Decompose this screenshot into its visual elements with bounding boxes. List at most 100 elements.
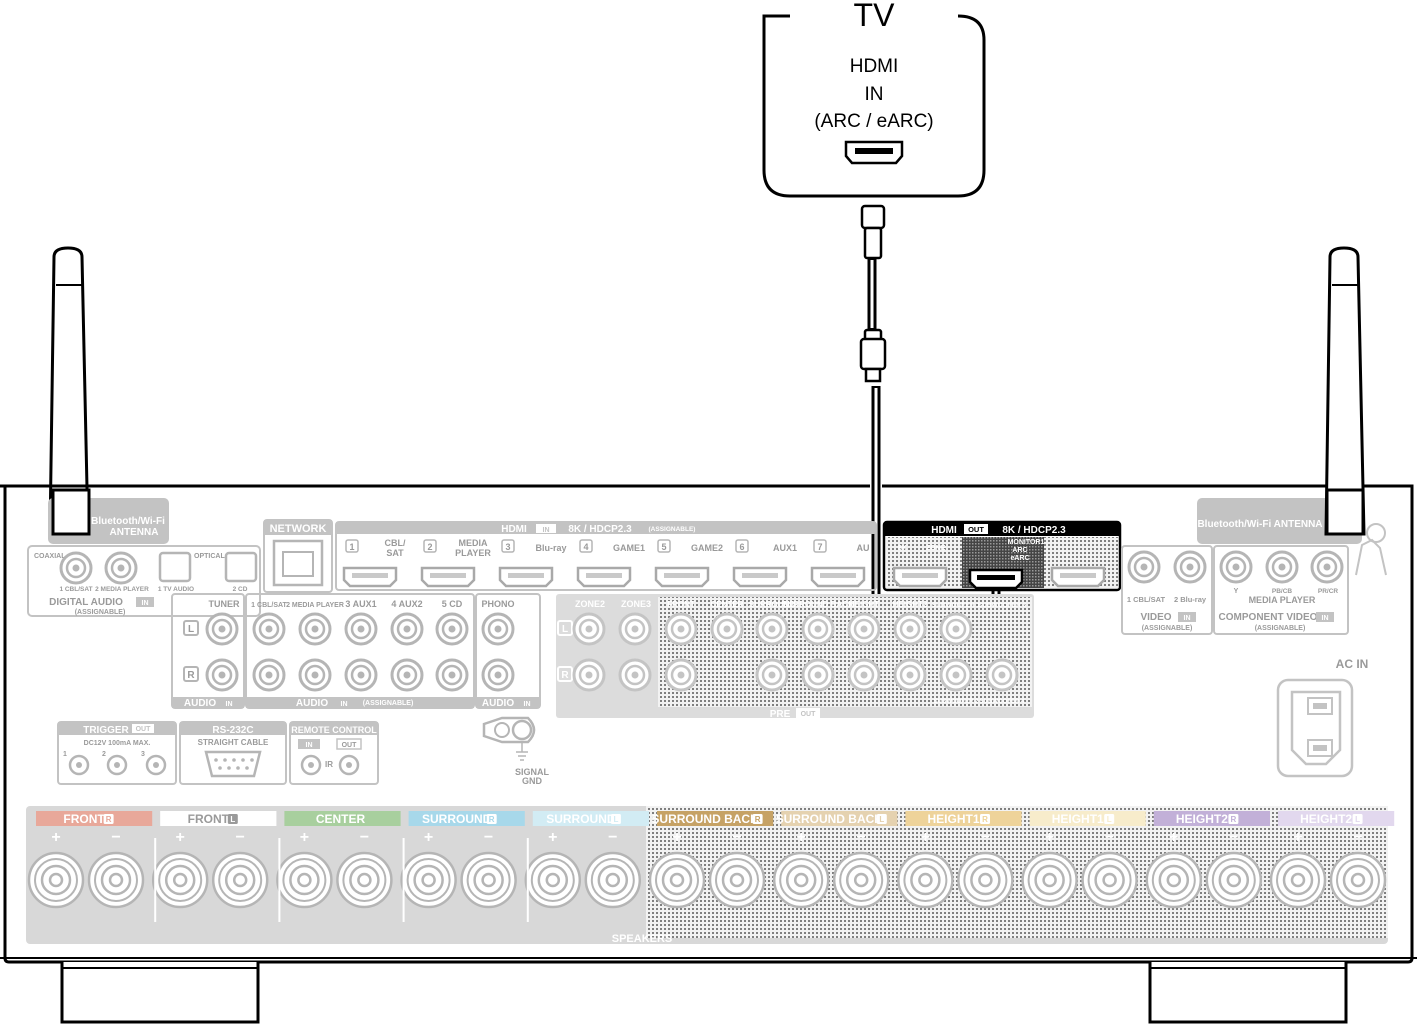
hdmi-out-monitor1-port[interactable] [968,568,1024,590]
speaker-terminal-pos-3[interactable] [276,851,333,909]
speaker-terminal-neg-2[interactable] [211,851,269,909]
audio-l-jack-4[interactable] [390,612,424,646]
hdmi-in-name-5: GAME2 [691,543,723,553]
audio-r-jack-2[interactable] [298,658,332,692]
audio-l-jack-2[interactable] [298,612,332,646]
pre-top-jack-4[interactable] [801,612,835,646]
phono-l-jack[interactable] [481,612,515,646]
speaker-terminal-pos-8[interactable] [897,851,954,909]
pre-sub4-label: SUBWOOFER 4 [980,699,1025,705]
network-jack[interactable] [272,539,324,587]
coaxial-jack-1[interactable] [59,551,93,585]
ac-in-socket[interactable] [1276,678,1354,778]
hdmi-in-port-1[interactable] [342,566,398,588]
hdmi-in-port-7[interactable] [810,566,866,588]
pre-bottom-jack-6[interactable] [893,658,927,692]
hdmi-out-zone-port[interactable] [892,566,948,588]
speaker-terminal-neg-1[interactable] [87,851,145,909]
speaker-terminal-pos-11[interactable] [1269,851,1327,909]
component-pr-jack[interactable] [1310,550,1344,584]
component-y-jack[interactable] [1219,550,1253,584]
hdmi-in-port-5[interactable] [654,566,710,588]
speaker-name-5: SURROUND [546,812,616,826]
zone2-l-jack[interactable] [572,612,606,646]
speaker-terminal-neg-11[interactable] [1329,851,1387,909]
speaker-name-2: FRONT [188,812,230,826]
speaker-terminal-pos-2[interactable] [151,851,209,909]
zone3-r-jack[interactable] [618,658,652,692]
zone3-l-jack[interactable] [618,612,652,646]
tuner-l-jack[interactable] [205,612,239,646]
speaker-side-9: L [1107,815,1112,824]
hdmi-out-left-a: 8K [898,545,907,552]
pre-bottom-jack-1[interactable] [664,658,698,692]
speaker-terminal-pos-1[interactable] [27,851,85,909]
pre-top-jack-1[interactable] [664,612,698,646]
speaker-plus-10: + [1169,829,1178,846]
video-jack-1[interactable] [1127,550,1161,584]
pre-top-jack-6[interactable] [893,612,927,646]
pre-bottom-jack-8[interactable] [985,658,1019,692]
hdmi-in-port-3[interactable] [498,566,554,588]
pre-bottom-jack-5[interactable] [847,658,881,692]
pre-label-4: SURROUND BACK [782,600,854,609]
speaker-terminal-neg-10[interactable] [1205,851,1263,909]
speaker-terminal-pos-6[interactable] [648,851,706,909]
pre-r-label: R [561,670,569,681]
speaker-terminal-pos-5[interactable] [524,851,582,909]
audio-r-jack-1[interactable] [252,658,286,692]
audio-r-label: R [187,670,195,681]
speaker-side-5: L [613,815,618,824]
rs232c-section: RS-232C STRAIGHT CABLE [179,721,287,785]
audio-l-jack-1[interactable] [252,612,286,646]
speaker-minus-3: − [360,829,369,846]
pre-top-jack-5[interactable] [847,612,881,646]
rs232c-port[interactable] [204,750,262,778]
coaxial-jack-2[interactable] [104,551,138,585]
hdmi-in-port-2[interactable] [420,566,476,588]
video-jack-2[interactable] [1173,550,1207,584]
pre-top-jack-3[interactable] [755,612,789,646]
speaker-terminal-neg-4[interactable] [460,851,517,909]
audio-r-jack-5[interactable] [435,658,469,692]
zone2-r-jack[interactable] [572,658,606,692]
pre-bottom-jack-4[interactable] [801,658,835,692]
tuner-r-jack[interactable] [205,658,239,692]
speaker-terminal-neg-3[interactable] [336,851,393,909]
speaker-terminal-pos-9[interactable] [1021,851,1078,909]
hdmi-out-left-b: ZONE [926,545,946,552]
speaker-terminal-pos-10[interactable] [1145,851,1203,909]
pre-bottom-jack-3[interactable] [755,658,789,692]
speaker-terminal-neg-6[interactable] [708,851,766,909]
audio-l-jack-3[interactable] [344,612,378,646]
speaker-terminal-pos-4[interactable] [400,851,457,909]
speaker-terminal-neg-9[interactable] [1081,851,1138,909]
pre-bottom-jack-7[interactable] [939,658,973,692]
hdmi-out-badge: OUT [968,525,984,534]
speaker-plus-5: + [548,829,557,846]
audio-r-jack-4[interactable] [390,658,424,692]
hdmi-out-arc: ARC [1012,547,1027,554]
speaker-terminal-neg-8[interactable] [957,851,1014,909]
video-badge: IN [1184,615,1191,622]
pre-top-jack-2[interactable] [710,612,744,646]
optical-jack-1[interactable] [158,551,192,583]
remote-ir-label: IR [325,760,333,769]
hdmi-in-port-4[interactable] [576,566,632,588]
pre-top-jack-7[interactable] [939,612,973,646]
hdmi-out-monitor2-port[interactable] [1050,566,1106,588]
audio-l-jack-5[interactable] [435,612,469,646]
speaker-minus-10: − [1229,829,1238,846]
hdmi-in-port-6[interactable] [732,566,788,588]
phono-r-jack[interactable] [481,658,515,692]
speaker-terminal-neg-7[interactable] [832,851,890,909]
speaker-terminal-neg-5[interactable] [584,851,642,909]
audio-r-jack-3[interactable] [344,658,378,692]
audio-col-label-4: 4 AUX2 [391,599,422,609]
component-pb-jack[interactable] [1265,550,1299,584]
hdmi-in-name-4: GAME1 [613,543,645,553]
tv-hdmi-port[interactable] [844,140,904,165]
speaker-terminal-pos-7[interactable] [772,851,830,909]
optical-jack-2[interactable] [224,551,258,583]
component-y-label: Y [1234,588,1239,595]
